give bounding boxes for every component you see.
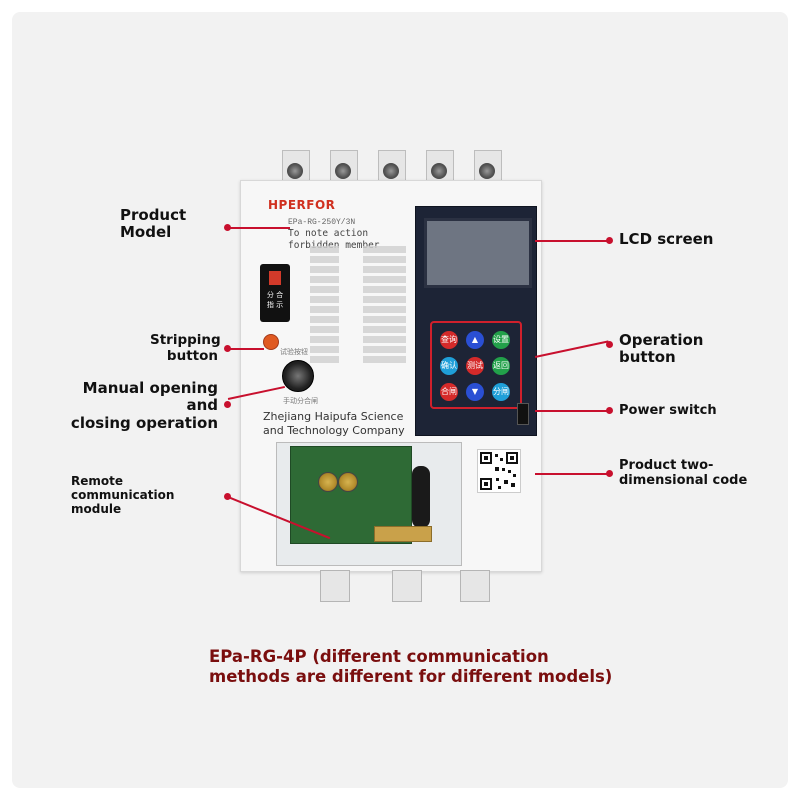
callout-dot — [224, 493, 231, 500]
callout-operation-button-line-1: Operation — [619, 331, 704, 349]
antenna-connector — [374, 526, 432, 542]
callout-dot — [606, 237, 613, 244]
callout-product-model-line-1: Product — [120, 206, 187, 224]
trip-label: 试验按钮 — [280, 348, 308, 356]
indicator-label: 分 合 指 示 — [262, 290, 288, 310]
keypad-button[interactable]: ▼ — [466, 383, 484, 401]
callout-manual-operation-line-2: closing operation — [70, 413, 218, 432]
power-switch[interactable] — [517, 403, 529, 425]
terminal-screw — [335, 163, 351, 179]
operation-button-group — [430, 321, 522, 409]
company-line-2: and Technology Company — [263, 424, 405, 437]
terminal-screw — [383, 163, 399, 179]
keypad-button[interactable]: 分闸 — [492, 383, 510, 401]
callout-line — [535, 473, 610, 475]
company-name: Zhejiang Haipufa Science and Technology … — [263, 410, 405, 438]
note-line-2: forbidden member — [288, 240, 380, 251]
callout-product-model-line-2: Model — [120, 223, 172, 242]
keypad-button[interactable]: 返回 — [492, 357, 510, 375]
footer-caption-line-2: methods are different for different mode… — [209, 667, 613, 686]
callout-stripping-button-line-2: button — [166, 347, 218, 364]
antenna — [412, 466, 430, 528]
bottom-terminal — [320, 570, 350, 602]
keypad-button[interactable]: ▲ — [466, 331, 484, 349]
callout-dot — [224, 224, 231, 231]
model-line: EPa-RG-250Y/3N — [288, 218, 356, 227]
callout-product-model: Product Model — [120, 206, 187, 242]
bottom-terminal — [460, 570, 490, 602]
manual-operation-knob[interactable] — [282, 360, 314, 392]
note-line-1: To note action — [288, 228, 369, 239]
lcd-screen — [424, 218, 532, 288]
keypad-button[interactable]: 测试 — [466, 357, 484, 375]
callout-line — [535, 410, 610, 412]
callout-operation-button: Operation button — [619, 331, 704, 367]
callout-qr-code-line-2: dimensional code — [619, 472, 748, 488]
callout-dot — [606, 407, 613, 414]
callout-remote-module: Remote communication module — [71, 474, 175, 516]
callout-line — [228, 227, 290, 229]
footer-caption-line-1: EPa-RG-4P (different communication — [209, 647, 549, 666]
capacitor — [318, 472, 338, 492]
manual-label: 手动分合闸 — [283, 397, 318, 405]
callout-manual-operation-line-1: Manual opening and — [82, 379, 218, 415]
callout-line — [228, 348, 264, 350]
footer-caption: EPa-RG-4P (different communication metho… — [209, 647, 612, 687]
callout-operation-button-line-2: button — [619, 348, 676, 367]
keypad-button[interactable]: 设置 — [492, 331, 510, 349]
callout-power-switch: Power switch — [619, 403, 717, 418]
keypad-button[interactable]: 查询 — [440, 331, 458, 349]
stripping-button[interactable] — [263, 334, 279, 350]
company-line-1: Zhejiang Haipufa Science — [263, 410, 404, 423]
keypad-button[interactable]: 合闸 — [440, 383, 458, 401]
callout-stripping-button: Stripping button — [150, 332, 221, 364]
bottom-terminal — [392, 570, 422, 602]
callout-dot — [224, 345, 231, 352]
callout-qr-code: Product two- dimensional code — [619, 458, 748, 489]
callout-remote-module-line-2: communication — [71, 487, 175, 502]
callout-qr-code-line-1: Product two- — [619, 458, 714, 473]
capacitor — [338, 472, 358, 492]
qr-code — [477, 449, 521, 493]
callout-manual-operation: Manual opening and closing operation — [50, 379, 218, 432]
brand-logo: HPERFOR — [268, 198, 336, 212]
callout-dot — [606, 341, 613, 348]
callout-dot — [224, 401, 231, 408]
terminal-screw — [479, 163, 495, 179]
callout-dot — [606, 470, 613, 477]
callout-line — [535, 240, 610, 242]
spec-label — [310, 246, 406, 372]
indicator-label-top: 分 合 — [266, 291, 284, 299]
terminal-screw — [287, 163, 303, 179]
callout-stripping-button-line-1: Stripping — [150, 332, 221, 348]
callout-remote-module-line-1: Remote — [71, 474, 124, 488]
callout-remote-module-line-3: module — [71, 501, 122, 516]
indicator-flag — [269, 271, 281, 285]
callout-lcd-screen: LCD screen — [619, 230, 714, 248]
terminal-screw — [431, 163, 447, 179]
keypad-button[interactable]: 确认 — [440, 357, 458, 375]
indicator-label-bottom: 指 示 — [266, 301, 284, 309]
